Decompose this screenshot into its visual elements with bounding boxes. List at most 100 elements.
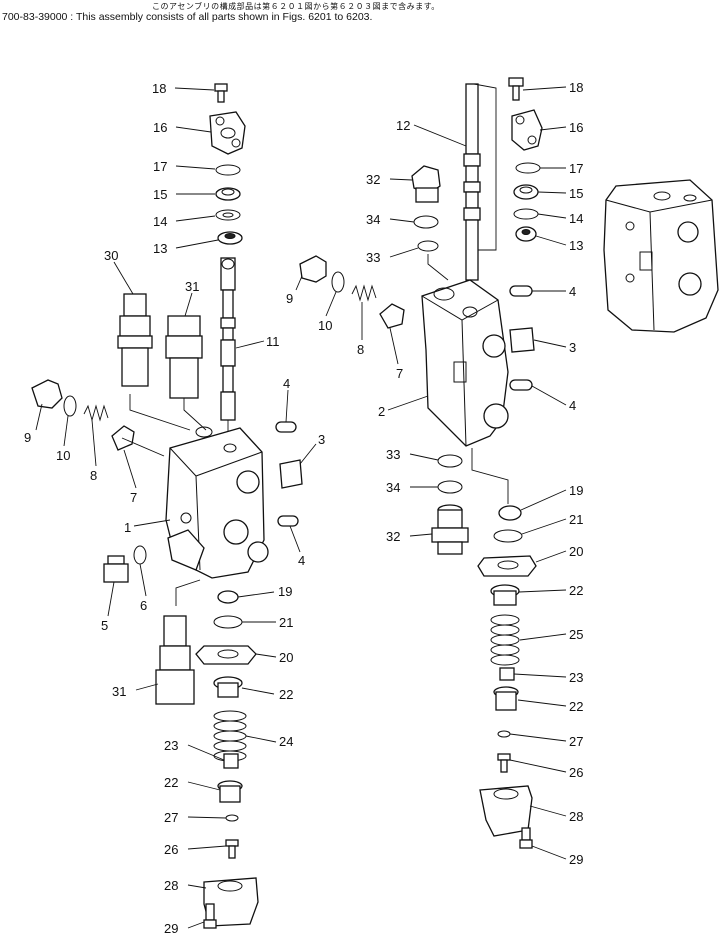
part-16-flange-right bbox=[511, 109, 543, 151]
part-3-plate-right bbox=[509, 327, 535, 353]
part-20-flange-left bbox=[195, 645, 257, 665]
callout-11: 11 bbox=[266, 334, 280, 349]
callout-22-right-lower: 22 bbox=[569, 699, 583, 714]
part-18-bolt-left bbox=[214, 83, 228, 103]
part-16-flange-left bbox=[209, 111, 246, 155]
part-17-o-ring-left bbox=[215, 164, 241, 176]
callout-8-right: 8 bbox=[357, 342, 364, 357]
part-23-stopper-right bbox=[499, 667, 515, 681]
part-21-o-ring-left bbox=[213, 615, 243, 629]
callout-4-left-bottom: 4 bbox=[298, 553, 305, 568]
callout-19-left: 19 bbox=[278, 584, 292, 599]
part-25-spring bbox=[490, 614, 520, 666]
part-34-o-ring-upper-right bbox=[413, 215, 439, 229]
assembly-note: 700-83-39000 : This assembly consists of… bbox=[2, 11, 373, 23]
callout-25: 25 bbox=[569, 627, 583, 642]
callout-23-left: 23 bbox=[164, 738, 178, 753]
part-15-ring-left bbox=[215, 187, 241, 201]
callout-4-left-top: 4 bbox=[283, 376, 290, 391]
callout-22-right-upper: 22 bbox=[569, 583, 583, 598]
callout-13-right: 13 bbox=[569, 238, 583, 253]
callout-18-right: 18 bbox=[569, 80, 583, 95]
callout-23-right: 23 bbox=[569, 670, 583, 685]
callout-4-right-top: 4 bbox=[569, 284, 576, 299]
callout-14-left: 14 bbox=[153, 214, 167, 229]
part-8-spring-left bbox=[83, 404, 109, 422]
callout-7-left: 7 bbox=[130, 490, 137, 505]
part-6-o-ring bbox=[133, 545, 147, 565]
callout-22-left-upper: 22 bbox=[279, 687, 293, 702]
callout-28-left: 28 bbox=[164, 878, 178, 893]
callout-31-upper-left: 31 bbox=[185, 279, 199, 294]
part-26-bolt-right bbox=[497, 753, 511, 773]
callout-16-left: 16 bbox=[153, 120, 167, 135]
part-22-retainer-left-lower bbox=[217, 780, 243, 803]
part-29-bolt-left bbox=[203, 903, 217, 929]
part-10-o-ring-left bbox=[63, 395, 77, 417]
part-32-plug-lower-right bbox=[431, 504, 469, 555]
part-22-retainer-right-upper bbox=[490, 584, 520, 606]
callout-22-left-lower: 22 bbox=[164, 775, 178, 790]
part-19-seal-right bbox=[498, 505, 522, 521]
part-30-relief-valve bbox=[117, 293, 153, 387]
part-26-bolt-left bbox=[225, 839, 239, 859]
callout-26-left: 26 bbox=[164, 842, 178, 857]
part-22-retainer-right-lower bbox=[493, 686, 519, 711]
right-valve-assembly bbox=[299, 77, 543, 849]
part-11-spool bbox=[220, 257, 236, 421]
callout-15-right: 15 bbox=[569, 186, 583, 201]
reference-valve-body bbox=[603, 179, 719, 333]
callout-18-left: 18 bbox=[152, 81, 166, 96]
part-23-stopper-left bbox=[223, 753, 239, 769]
callout-34-lower-right: 34 bbox=[386, 480, 400, 495]
callout-32-upper-right: 32 bbox=[366, 172, 380, 187]
callout-20-left: 20 bbox=[279, 650, 293, 665]
callout-34-upper-right: 34 bbox=[366, 212, 380, 227]
callout-2: 2 bbox=[378, 404, 385, 419]
part-18-bolt-right bbox=[508, 77, 524, 101]
part-1-valve-body bbox=[165, 426, 269, 579]
callout-17-left: 17 bbox=[153, 159, 167, 174]
part-33-o-ring-upper-right bbox=[417, 240, 439, 252]
callout-6: 6 bbox=[140, 598, 147, 613]
callout-27-left: 27 bbox=[164, 810, 178, 825]
callout-13-left: 13 bbox=[153, 241, 167, 256]
callout-33-upper-right: 33 bbox=[366, 250, 380, 265]
callout-9-left: 9 bbox=[24, 430, 31, 445]
callout-16-right: 16 bbox=[569, 120, 583, 135]
part-31-valve-lower-left bbox=[155, 615, 195, 705]
part-34-o-ring-lower-right bbox=[437, 480, 463, 494]
callout-8-left: 8 bbox=[90, 468, 97, 483]
part-4-gasket-left-top bbox=[275, 421, 297, 433]
leader-lines bbox=[35, 86, 567, 929]
part-14-washer-left bbox=[215, 209, 241, 221]
part-4-gasket-right-bottom bbox=[509, 379, 533, 391]
callout-24: 24 bbox=[279, 734, 293, 749]
part-20-flange-right bbox=[477, 555, 537, 577]
callout-10-left: 10 bbox=[56, 448, 70, 463]
callout-29-left: 29 bbox=[164, 921, 178, 936]
callout-15-left: 15 bbox=[153, 187, 167, 202]
part-9-plug-left bbox=[31, 379, 63, 409]
callout-20-right: 20 bbox=[569, 544, 583, 559]
callout-12: 12 bbox=[396, 118, 410, 133]
callout-1: 1 bbox=[124, 520, 131, 535]
part-2-valve-body bbox=[421, 279, 509, 447]
part-3-plate-left bbox=[279, 459, 303, 489]
callout-31-lower-left: 31 bbox=[112, 684, 126, 699]
callout-5: 5 bbox=[101, 618, 108, 633]
part-19-seal-left bbox=[217, 590, 239, 604]
part-9-plug-right bbox=[299, 255, 327, 283]
part-29-bolt-right bbox=[519, 827, 533, 849]
figure-header: このアセンブリの構成部品は第６２０１図から第６２０３図まで含みます。 700-8… bbox=[0, 0, 719, 24]
part-17-o-ring-right bbox=[515, 162, 541, 174]
callout-21-left: 21 bbox=[279, 615, 293, 630]
callout-19-right: 19 bbox=[569, 483, 583, 498]
callout-9-right: 9 bbox=[286, 291, 293, 306]
part-32-plug-upper-right bbox=[411, 165, 441, 203]
exploded-parts-diagram: 18 16 17 15 14 13 30 31 11 9 10 8 7 1 5 … bbox=[24, 77, 719, 936]
callout-17-right: 17 bbox=[569, 161, 583, 176]
callout-4-right-bottom: 4 bbox=[569, 398, 576, 413]
callout-32-lower-right: 32 bbox=[386, 529, 400, 544]
japanese-note: このアセンブリの構成部品は第６２０１図から第６２０３図まで含みます。 bbox=[152, 2, 440, 11]
